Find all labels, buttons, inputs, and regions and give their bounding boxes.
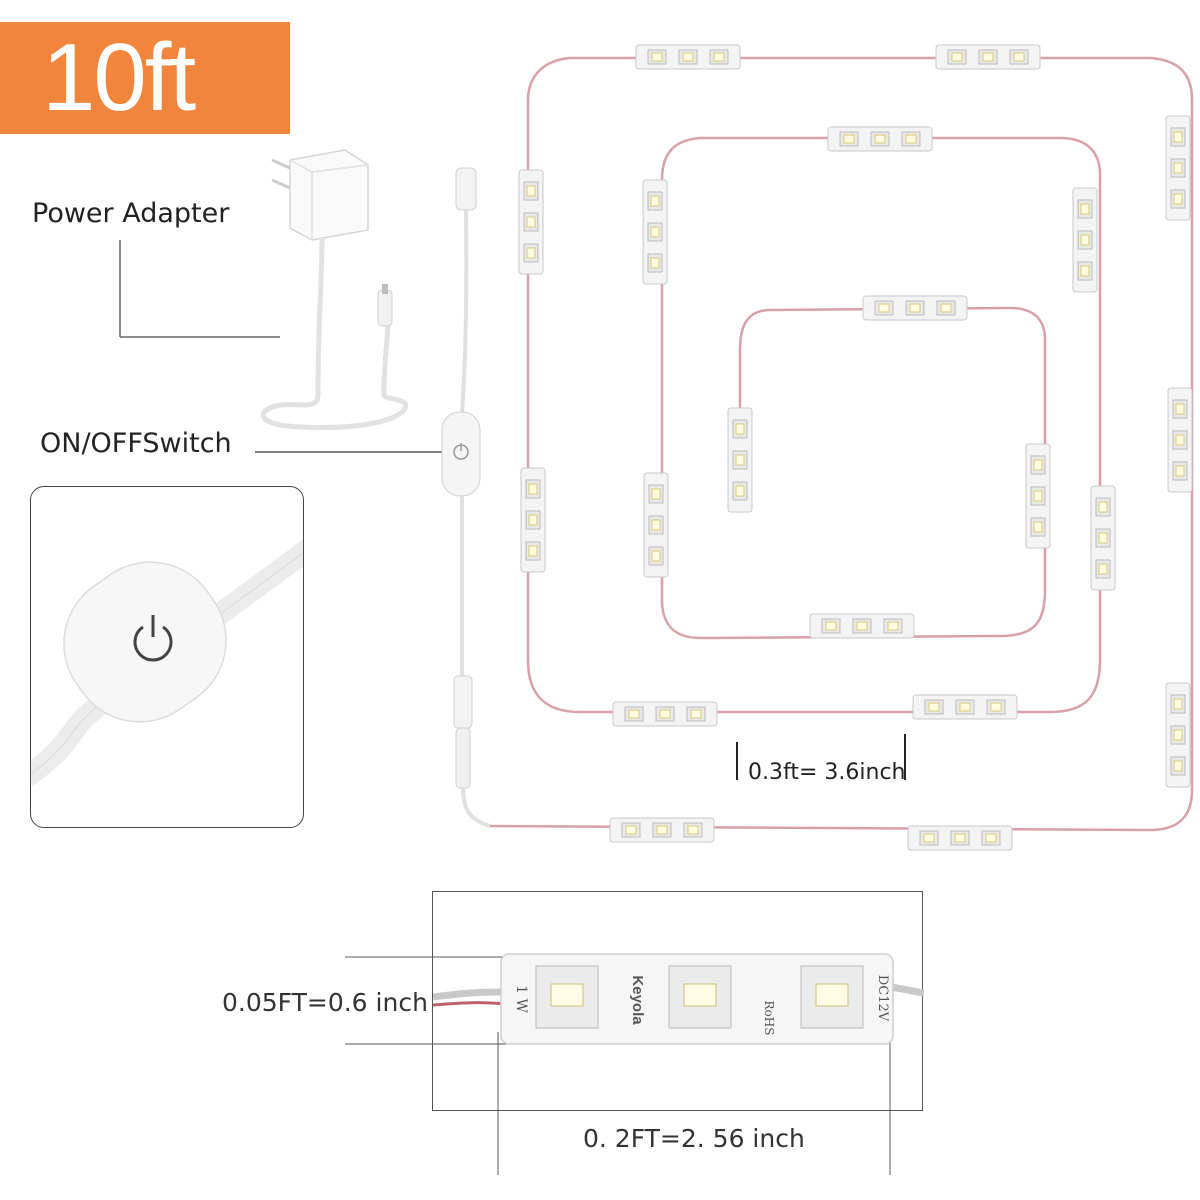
inline-switch-icon bbox=[441, 167, 491, 828]
power-icon bbox=[133, 615, 173, 662]
length-badge: 10ft bbox=[0, 22, 290, 134]
power-adapter-label: Power Adapter bbox=[32, 198, 230, 229]
module-width-label: 0. 2FT=2. 56 inch bbox=[583, 1124, 805, 1153]
switch-closeup bbox=[31, 539, 303, 787]
module-cert-text: RoHS bbox=[762, 1001, 776, 1036]
module-height-label: 0.05FT=0.6 inch bbox=[222, 988, 428, 1017]
module-gap-label: 0.3ft= 3.6inch bbox=[748, 760, 906, 785]
switch-closeup-inset bbox=[30, 486, 304, 828]
module-dimension-lines bbox=[345, 956, 891, 1175]
module-brand-text: Keyola bbox=[629, 975, 646, 1025]
power-adapter-icon bbox=[119, 149, 409, 431]
module-voltage-text: DC12V bbox=[875, 975, 890, 1022]
switch-label: ON/OFFSwitch bbox=[40, 428, 232, 459]
module-closeup: 1 W Keyola RoHS DC12V bbox=[432, 953, 929, 1045]
module-power-text: 1 W bbox=[513, 985, 529, 1013]
strip-wire bbox=[489, 56, 1194, 832]
led-modules bbox=[519, 44, 1192, 851]
module-closeup-frame: 1 W Keyola RoHS DC12V bbox=[432, 891, 929, 1111]
